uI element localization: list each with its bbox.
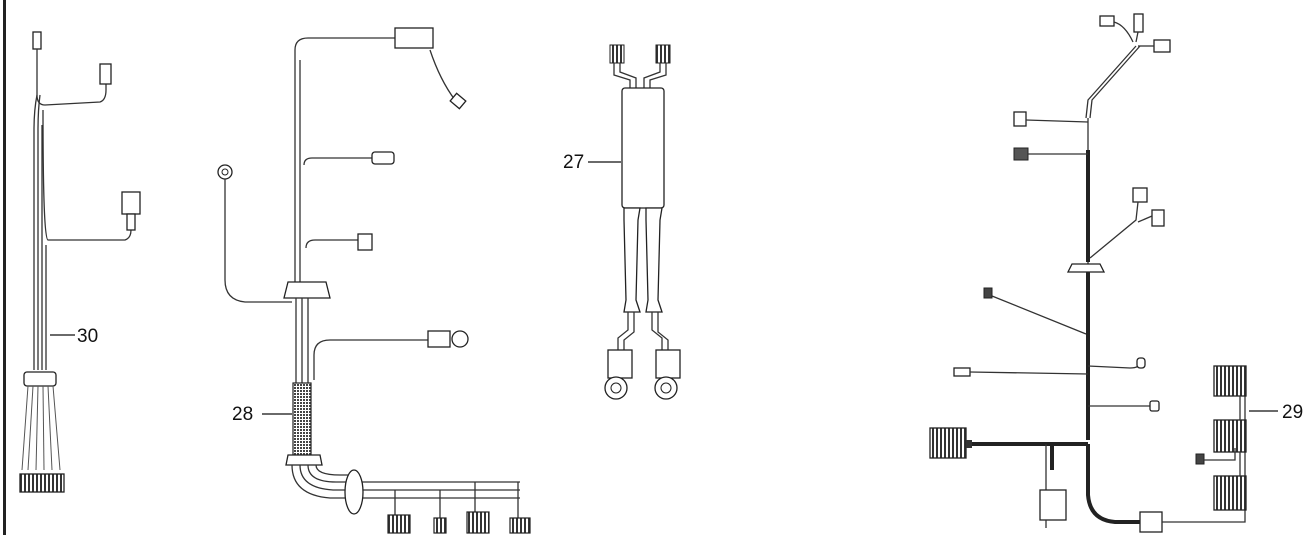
connector-28-b4 [509,517,531,534]
connector-29-top-a [1099,15,1115,27]
connector-30-mid [99,63,112,85]
connector-28-top [394,27,434,49]
callout-28: 28 [232,404,253,425]
callout-27: 27 [563,152,584,173]
connector-30-bottom [19,473,65,493]
connector-29-large-left [929,427,967,459]
connector-29-small [983,287,993,299]
terminal-28-top [449,92,467,110]
sleeve-28 [292,382,312,456]
connector-28-b3 [466,511,490,534]
connector-29-top-c [1153,39,1171,53]
left-border [3,0,6,535]
connector-30-top [32,31,42,50]
connector-29-r-top [1213,365,1247,397]
connector-29-top-b [1133,13,1144,33]
connector-28-b1 [387,514,411,534]
grommet-30 [23,371,57,387]
connector-27-top-left [609,44,625,64]
connector-29-l1 [1013,111,1027,127]
main-wire-harness-29: 29 [929,13,1303,533]
connector-29-bottom-plug [1039,489,1067,521]
connector-29-l2 [1013,147,1029,161]
connector-29-r1 [1132,187,1148,203]
connector-28-plug [371,151,395,165]
lug-27-right [655,349,681,379]
connector-28-b2 [433,517,447,534]
wire-harness-28: 28 [217,27,531,534]
connector-29-r-bottom [1213,475,1247,511]
connector-29-r2 [1151,209,1165,227]
connector-29-r-mid [1213,419,1247,453]
connector-29-r-small [1195,453,1205,465]
cable-harness-27: 27 [563,44,681,400]
connector-28-mid [357,233,373,251]
callout-30: 30 [77,326,98,347]
grommet-29-lower [1139,511,1163,533]
wire-harness-30: 30 [19,31,141,493]
connector-28-side [427,330,451,348]
sleeve-27 [621,87,665,209]
connector-30-relay [121,191,141,215]
clip-28 [344,469,364,515]
grommet-28-upper [283,281,331,299]
connector-29-l3 [953,367,971,377]
connector-27-top-right [655,44,671,64]
lug-27-left [607,349,633,379]
grommet-28-lower [285,454,323,466]
callout-29: 29 [1282,402,1303,423]
grommet-29 [1066,263,1106,273]
